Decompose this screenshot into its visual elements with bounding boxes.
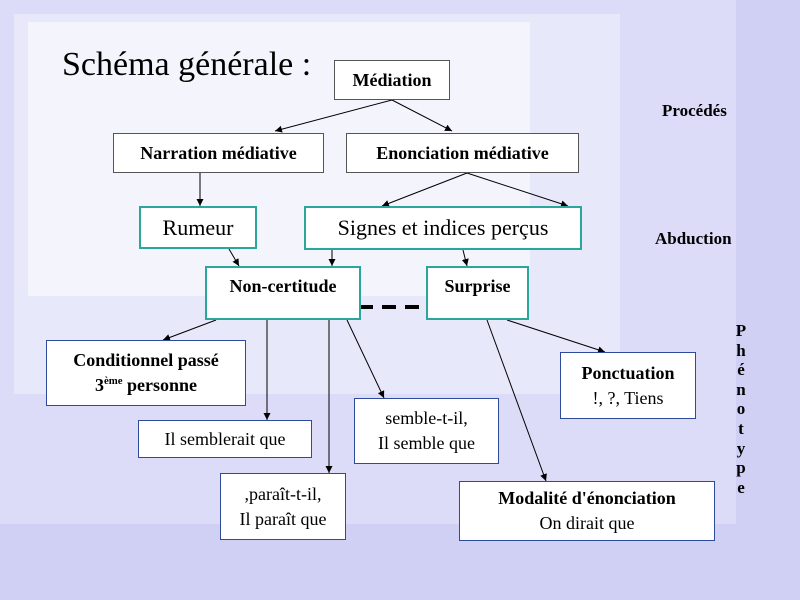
conditionnel-ordinal: 3	[94, 375, 104, 395]
diagram-title: Schéma générale :	[62, 46, 312, 83]
ponctuation-marks: !, ?, Tiens	[592, 387, 664, 408]
node-modalite-enonciation: Modalité d'énonciation On dirait que	[459, 481, 715, 541]
node-surprise: Surprise	[426, 266, 529, 320]
sembler-line2: Il semble que	[378, 433, 475, 453]
node-non-certitude: Non-certitude	[205, 266, 361, 320]
edge-surprise-ponctuation	[506, 319, 606, 354]
ponctuation-title: Ponctuation	[581, 362, 675, 383]
phenotype-letter: é	[737, 360, 745, 380]
node-ponctuation: Ponctuation !, ?, Tiens	[560, 352, 696, 419]
node-conditionnel-passe: Conditionnel passé 3ème personne	[46, 340, 246, 406]
edge-mediation-enonciation	[391, 99, 453, 132]
node-rumeur: Rumeur	[139, 206, 257, 249]
sembler-line1: semble-t-il,	[385, 408, 468, 428]
modalite-example: On dirait que	[539, 513, 635, 533]
phenotype-letter: h	[736, 340, 746, 360]
phenotype-letter: o	[736, 399, 746, 419]
node-enonciation-mediative: Enonciation médiative	[346, 133, 579, 173]
paraitre-line2: Il paraît que	[239, 508, 327, 529]
conditionnel-rest: personne	[122, 375, 198, 395]
phenotype-letter: y	[736, 438, 746, 458]
edge-enonciation-signes-right	[466, 172, 569, 208]
label-procedes: Procédés	[662, 101, 727, 120]
node-narration-mediative: Narration médiative	[113, 133, 324, 173]
edge-surprise-modalite	[486, 319, 547, 482]
phenotype-letter: t	[738, 418, 744, 438]
node-il-semble-que: semble-t-il, Il semble que	[354, 398, 499, 464]
edge-rumeur-noncertitude	[228, 248, 240, 267]
label-phenotype-vertical: P h é n o t y p e	[731, 321, 751, 497]
node-il-parait-que: ,paraît-t-il, Il paraît que	[220, 473, 346, 540]
edge-noncertitude-conditionnel	[162, 319, 217, 341]
modalite-title: Modalité d'énonciation	[498, 488, 676, 508]
paraitre-line1: ,paraît-t-il,	[244, 483, 322, 504]
phenotype-letter: P	[735, 321, 747, 340]
conditionnel-superscript: ème	[103, 375, 123, 387]
edge-enonciation-signes-left	[381, 172, 468, 207]
edge-noncertitude-sembler	[346, 319, 385, 399]
label-abduction: Abduction	[655, 229, 732, 248]
conditionnel-line1: Conditionnel passé	[73, 350, 219, 370]
conditionnel-line2: 3ème personne	[95, 373, 197, 398]
edge-signes-surprise	[461, 249, 469, 267]
edge-mediation-narration	[274, 99, 393, 133]
node-signes-indices: Signes et indices perçus	[304, 206, 582, 250]
phenotype-letter: p	[736, 458, 746, 478]
phenotype-letter: n	[736, 379, 746, 399]
node-il-semblerait-que: Il semblerait que	[138, 420, 312, 458]
node-mediation: Médiation	[334, 60, 450, 100]
phenotype-letter: e	[737, 477, 745, 497]
